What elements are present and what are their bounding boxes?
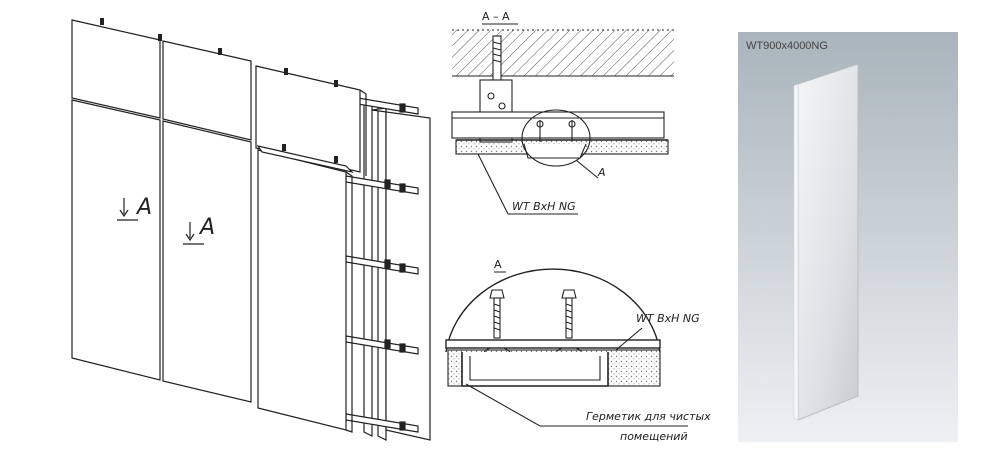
panel-bottom-left (71, 99, 161, 381)
section-marker-left (117, 198, 138, 221)
frame-right-post-2 (377, 104, 387, 441)
section-callout-label: A (597, 166, 606, 179)
screw-right (561, 289, 577, 339)
section-marker-right (183, 222, 204, 245)
top-clips (100, 18, 338, 163)
section-title: A – A (482, 10, 510, 23)
panel-bottom-right (257, 149, 347, 431)
product-label: WT900x4000NG (746, 40, 828, 52)
frame-right-post (363, 101, 373, 437)
elevation-marker-left-label: A (135, 195, 152, 220)
wall-elevation (71, 18, 431, 441)
ceiling-slab (452, 30, 674, 76)
panel-bottom-middle (162, 120, 252, 403)
detail-panel-label: WT BxH NG (636, 312, 700, 325)
detail-title: A (494, 258, 502, 271)
top-joint (256, 145, 354, 174)
rail-clips (384, 103, 406, 431)
detail-sealant-line2: помещений (620, 430, 688, 443)
panel-top-left (71, 19, 161, 119)
profile-rail (451, 111, 665, 139)
detail-sealant-line1: Герметик для чистых (586, 410, 711, 423)
product-photo (738, 32, 958, 442)
wall-panel-photo (797, 63, 859, 421)
detail-frame (445, 268, 661, 353)
leader-sealant (465, 383, 688, 427)
u-channel (461, 352, 609, 387)
section-a-a (451, 29, 674, 215)
section-panel-label: WT BxH NG (512, 200, 576, 213)
screw-left (489, 289, 505, 339)
leader-panel-top (477, 153, 578, 215)
fixing-clip (536, 120, 576, 142)
elevation-marker-right-label: A (198, 215, 215, 240)
detail-a (445, 268, 688, 427)
callout-circle (521, 109, 591, 167)
